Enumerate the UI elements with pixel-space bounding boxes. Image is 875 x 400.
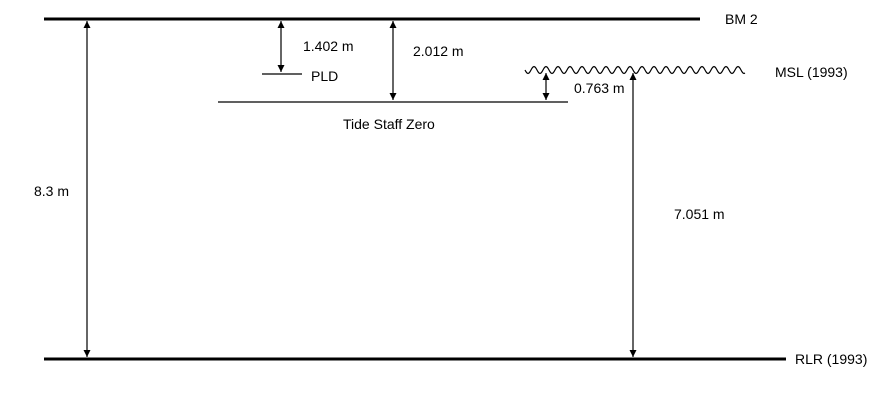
measurement-bm2-tsz: 2.012 m [413,43,464,59]
rlr-label: RLR (1993) [795,351,867,367]
measurement-msl-rlr: 7.051 m [674,206,725,222]
tide-staff-zero-label: Tide Staff Zero [343,116,435,132]
bm2-label: BM 2 [725,11,758,27]
msl-label: MSL (1993) [775,64,848,80]
measurement-bm2-pld: 1.402 m [303,38,354,54]
measurement-bm2-rlr: 8.3 m [34,183,69,199]
pld-label: PLD [311,68,338,84]
msl-wave-line [524,65,746,75]
measurement-msl-tsz: 0.763 m [574,80,625,96]
